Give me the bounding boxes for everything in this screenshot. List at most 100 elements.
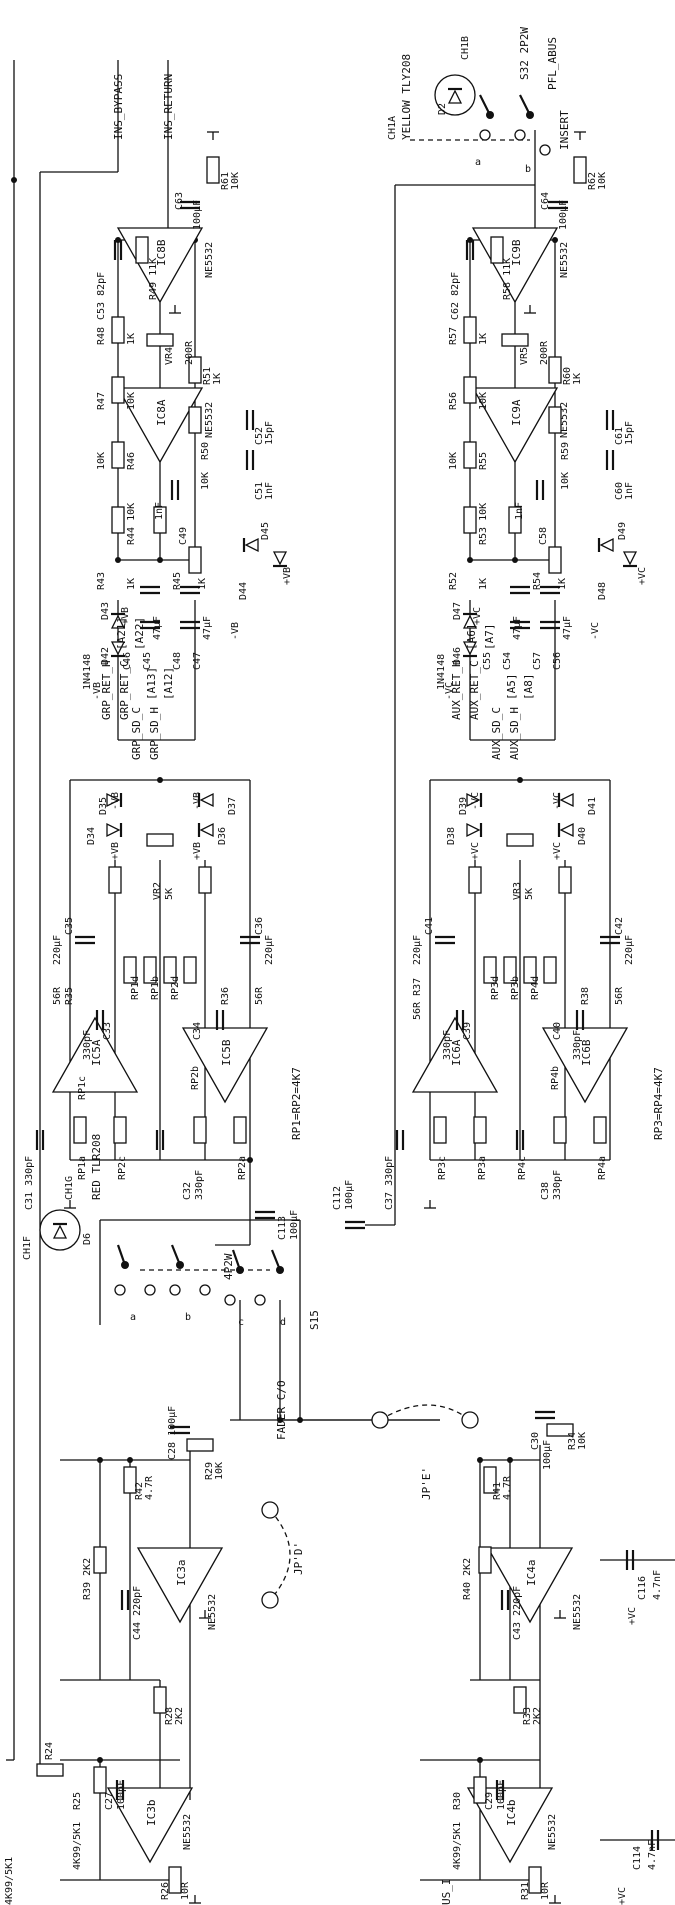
label-c116v: 4.7nF xyxy=(652,1570,663,1600)
label-r61v: 10K xyxy=(230,172,241,190)
label-1n4148-a: 1N4148 xyxy=(82,654,93,690)
label-r59: R59 xyxy=(560,442,571,460)
opamp-ic4a: IC4a xyxy=(487,1547,573,1623)
label-rp4b: RP4b xyxy=(550,1066,561,1090)
label-rp3b: RP3b xyxy=(510,976,521,1000)
label-c40v: 330pF xyxy=(572,1030,583,1060)
rail-plus-vc-e: +VC xyxy=(627,1607,638,1625)
label-c44: C44 220pF xyxy=(132,1586,143,1640)
label-rp4d: RP4d xyxy=(530,976,541,1000)
label-c47: C47 xyxy=(192,652,203,670)
label-r62v: 10K xyxy=(597,172,608,190)
opamp-ic9b: IC9B NE5532 xyxy=(472,227,570,303)
label-r46: R46 xyxy=(126,452,137,470)
label-s32: S32 2P2W xyxy=(518,27,531,80)
label-c27v: 100pF xyxy=(116,1780,127,1810)
label-1n4148-b: 1N4148 xyxy=(436,654,447,690)
label-r28: R28 xyxy=(164,1707,175,1725)
label-c49v: 1nF xyxy=(154,502,165,520)
label-rp4a: RP4a xyxy=(597,1156,608,1180)
label-s15: S15 xyxy=(308,1310,321,1330)
label-r44: R44 10K xyxy=(126,503,137,545)
label-c56: C56 xyxy=(552,652,563,670)
jumper-terminals xyxy=(261,1411,479,1609)
label-grp-ret-c: GRP_RET_C xyxy=(118,660,131,720)
label-a12: [A12] xyxy=(162,667,175,700)
rail-minus-vb-d: -VB xyxy=(192,792,203,810)
ic3b-label: IC3b xyxy=(145,1800,158,1827)
rail-minus-vb-a: -VB xyxy=(92,682,103,700)
switch-s15 xyxy=(114,1244,284,1306)
label-jp-d: JP'D' xyxy=(292,1542,305,1575)
yellow-led-d2 xyxy=(434,74,476,116)
label-d35: D35 xyxy=(98,797,109,815)
label-a21: [A21] xyxy=(115,617,128,650)
label-r42v: 4.7R xyxy=(144,1475,155,1500)
label-rp1c: RP1c xyxy=(77,1076,88,1100)
ic9b-label: IC9B xyxy=(510,239,523,266)
label-r48v: 1K xyxy=(126,333,137,345)
label-r45: R45 xyxy=(172,572,183,590)
label-47uf-a: 47µF xyxy=(152,616,163,640)
opamp-ic8b: IC8B NE5532 xyxy=(117,227,215,303)
label-r59v: 10K xyxy=(560,472,571,490)
label-insert: INSERT xyxy=(558,110,571,150)
label-d34: D34 xyxy=(86,827,97,845)
label-pole-a: a xyxy=(130,1312,136,1323)
label-d40: D40 xyxy=(577,827,588,845)
label-c45: C45 xyxy=(142,652,153,670)
rail-plus-vc-b: +VC xyxy=(637,567,648,585)
label-c35v: 220µF xyxy=(52,935,63,965)
label-r35v: 56R xyxy=(52,986,63,1005)
label-rp3: RP3=RP4=4K7 xyxy=(652,1067,665,1140)
label-r33: R33 xyxy=(522,1707,533,1725)
ic8a-part: NE5532 xyxy=(204,402,215,438)
ic9a-part: NE5532 xyxy=(559,402,570,438)
label-r39: R39 2K2 xyxy=(82,1558,93,1600)
label-c27: C27 xyxy=(104,1792,115,1810)
label-c42: C42 xyxy=(614,917,625,935)
label-d6: D6 xyxy=(82,1233,93,1245)
label-r37: 56R R37 xyxy=(412,978,423,1020)
label-r31v: 10R xyxy=(540,1881,551,1900)
label-r56v: 10K xyxy=(478,392,489,410)
label-c116: C116 xyxy=(637,1576,648,1600)
label-d37: D37 xyxy=(227,797,238,815)
label-vr5v: 200R xyxy=(539,340,550,365)
label-c60: C60 xyxy=(614,482,625,500)
label-ic3b-part: NE5532 xyxy=(182,1814,193,1850)
label-rp1: RP1=RP2=4K7 xyxy=(290,1067,303,1140)
label-r24v: 4K99/5K1 xyxy=(4,1857,15,1905)
label-r52: R52 xyxy=(448,572,459,590)
label-c57: C57 xyxy=(532,652,543,670)
label-r30: R30 xyxy=(452,1792,463,1810)
rail-minus-vc-c: -VC xyxy=(470,792,481,810)
label-c39v: 330pF xyxy=(442,1030,453,1060)
label-ins-return: INS_RETURN xyxy=(162,74,175,140)
label-c38: C38 xyxy=(540,1182,551,1200)
label-c43: C43 220pF xyxy=(512,1586,523,1640)
label-d45: D45 xyxy=(260,522,271,540)
part-labels: C63 100µF R61 10K R62 10K C64 100µF C53 … xyxy=(4,36,663,1905)
label-c112v: 100µF xyxy=(344,1180,355,1210)
label-ch1g: CH1G xyxy=(64,1176,75,1200)
opamp-ic3a: IC3a xyxy=(137,1547,223,1623)
label-d36: D36 xyxy=(217,827,228,845)
rail-minus-vc-a: -VC xyxy=(444,682,455,700)
label-c55: C55 xyxy=(482,652,493,670)
label-c61: C61 xyxy=(614,427,625,445)
opamp-ic5a: IC5A xyxy=(52,1017,138,1093)
label-c38v: 330pF xyxy=(552,1170,563,1200)
label-jp-e: JP'E' xyxy=(420,1467,433,1500)
ic8b-part: NE5532 xyxy=(204,242,215,278)
label-c31: C31 330pF xyxy=(24,1156,35,1210)
label-r55v: 10K xyxy=(448,452,459,470)
label-r60: R60 xyxy=(562,367,573,385)
label-c40: C40 xyxy=(552,1022,563,1040)
label-vr5: VR5 xyxy=(519,347,530,365)
label-r24: R24 xyxy=(44,1742,55,1760)
opamp-ic4b: IC4b xyxy=(467,1787,553,1863)
label-grp-ret-h: GRP_RET_H xyxy=(100,660,113,720)
label-r57: R57 xyxy=(448,327,459,345)
